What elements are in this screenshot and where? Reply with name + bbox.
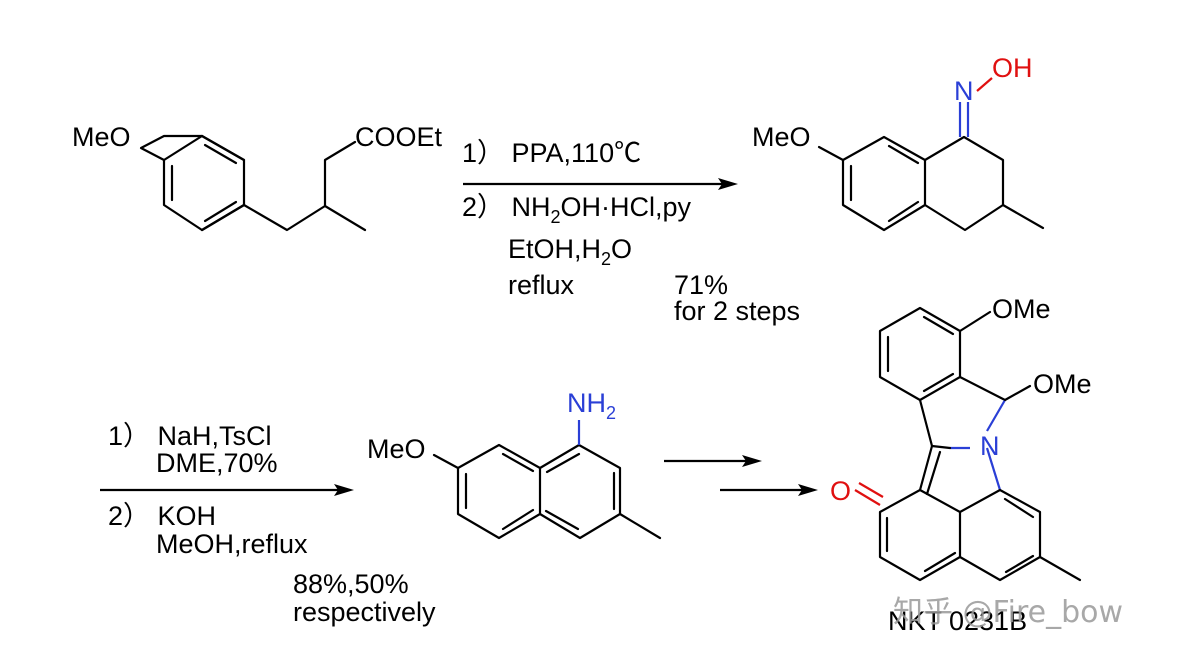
- step1-yield-note: for 2 steps: [674, 296, 800, 326]
- step2-line3: 2） KOH: [108, 501, 216, 531]
- arrowhead-2: [334, 484, 354, 496]
- oxime-oh-label: OH: [992, 53, 1033, 83]
- step1-yield: 71%: [674, 270, 728, 300]
- indole-n-label: N: [980, 431, 1000, 461]
- step2-conditions: 1） NaH,TsCl DME,70% 2） KOH MeOH,reflux 8…: [100, 421, 436, 627]
- step2-yield: 88%,50%: [293, 569, 409, 599]
- ketone-o-label: O: [830, 476, 851, 506]
- molecule-starting-ester: MeO COOEt: [72, 122, 443, 232]
- step1-line4: reflux: [508, 270, 575, 300]
- molecule-oxime: MeO N OH: [752, 53, 1045, 232]
- oxime-n-label: N: [954, 76, 974, 106]
- step2-line4: MeOH,reflux: [156, 529, 308, 559]
- ome-label-2: OMe: [1033, 369, 1092, 399]
- step2-line1: 1） NaH,TsCl: [108, 421, 272, 451]
- arrowhead-1: [718, 178, 738, 190]
- arrowhead-3: [742, 455, 762, 467]
- step2-yield-note: respectively: [293, 597, 436, 627]
- arrowhead-4: [798, 484, 818, 496]
- molecule-nkt0231b: OMe OMe N O NKT 0231B: [830, 294, 1092, 636]
- step2-line2: DME,70%: [156, 448, 278, 478]
- ome-label-1: OMe: [992, 294, 1051, 324]
- meo-label-2: MeO: [752, 122, 811, 152]
- watermark: 知乎 @Fire_bow: [893, 595, 1123, 630]
- step1-line1: 1） PPA,110℃: [462, 138, 641, 168]
- step1-line2: 2） NH2OH·HCl,py: [462, 192, 692, 227]
- amine-label: NH2: [567, 388, 616, 423]
- final-arrows: [664, 455, 818, 496]
- meo-label-1: MeO: [72, 122, 131, 152]
- molecule-amine: MeO NH2: [367, 388, 662, 540]
- meo-label-3: MeO: [367, 434, 426, 464]
- compound-name: NKT 0231B: [888, 606, 1027, 636]
- step1-conditions: 1） PPA,110℃ 2） NH2OH·HCl,py EtOH,H2O ref…: [462, 138, 800, 326]
- ester-label: COOEt: [355, 122, 443, 152]
- step1-line3: EtOH,H2O: [508, 234, 632, 269]
